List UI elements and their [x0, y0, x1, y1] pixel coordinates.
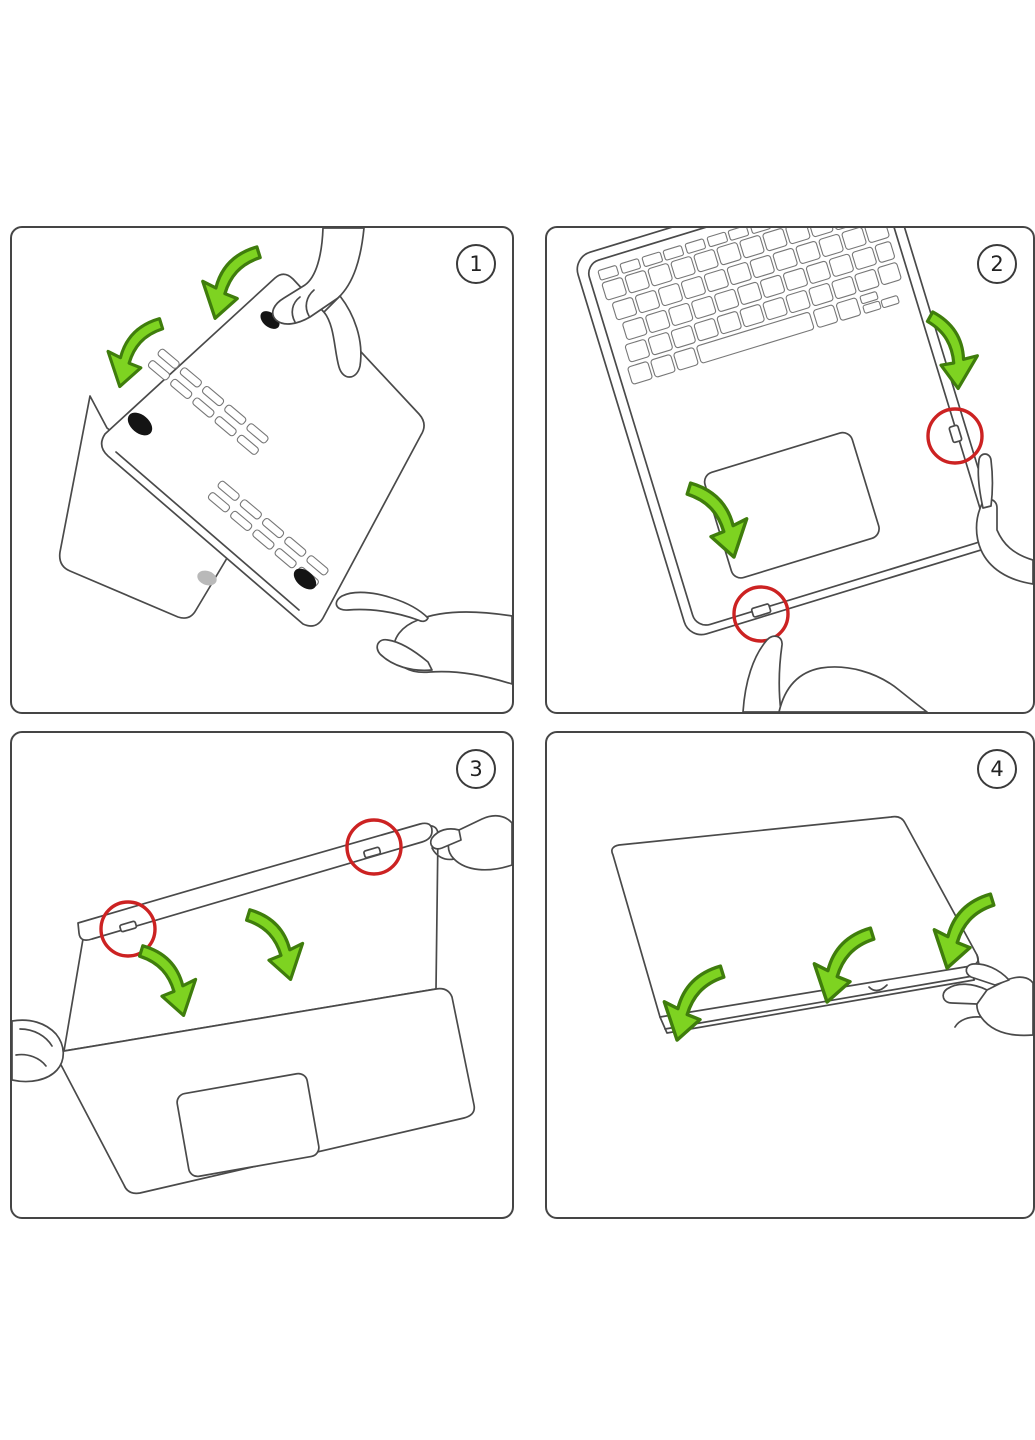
rubber-foot [293, 568, 317, 590]
thumb-notch [868, 984, 888, 992]
step-3-illustration [12, 814, 512, 1195]
vent-slots [207, 480, 329, 587]
laptop-lid [611, 815, 979, 1025]
hand-illustration [271, 228, 365, 378]
green-arrow-icon [106, 317, 165, 389]
step-number: 4 [990, 757, 1004, 781]
hand-illustration [335, 591, 512, 685]
step-panel-1: 1 [10, 226, 514, 714]
red-circle-highlight [732, 585, 790, 643]
hand-illustration [12, 1019, 65, 1083]
hand-illustration [942, 963, 1033, 1037]
keyboard-deck [576, 228, 998, 636]
spacebar-key [696, 311, 815, 364]
step-4-illustration [611, 815, 1033, 1042]
rubber-foot [127, 412, 153, 436]
logo-mark [197, 570, 217, 586]
trackpad [176, 1072, 320, 1178]
closed-laptop [611, 815, 981, 1034]
red-circle-highlight [99, 900, 157, 958]
step-number-badge: 1 [456, 244, 496, 284]
red-circle-highlight [926, 407, 984, 465]
keyboard-keys [597, 228, 902, 385]
step-1-illustration [58, 228, 512, 685]
hand-illustration [975, 453, 1033, 585]
cover-strip [77, 822, 433, 941]
hand-illustration [429, 814, 512, 871]
step-panel-2: 2 [545, 226, 1035, 714]
clip-tab [948, 424, 963, 444]
red-circle-highlight [345, 818, 403, 876]
step-panel-4: 4 [545, 731, 1035, 1219]
case-seam [664, 975, 974, 1030]
laptop-base [57, 987, 476, 1195]
hand-illustration [742, 635, 928, 712]
step-number-badge: 3 [456, 749, 496, 789]
step-number: 3 [469, 757, 483, 781]
step-number-badge: 4 [977, 749, 1017, 789]
step-number-badge: 2 [977, 244, 1017, 284]
clip-tab [363, 846, 382, 859]
vent-slots [147, 348, 269, 455]
trackpad [703, 431, 880, 579]
clip-tab [750, 603, 772, 618]
step-number: 1 [469, 252, 483, 276]
step-number: 2 [990, 252, 1004, 276]
step-panel-3: 3 [10, 731, 514, 1219]
step-2-illustration [576, 228, 1033, 712]
clip-tab [119, 920, 138, 933]
